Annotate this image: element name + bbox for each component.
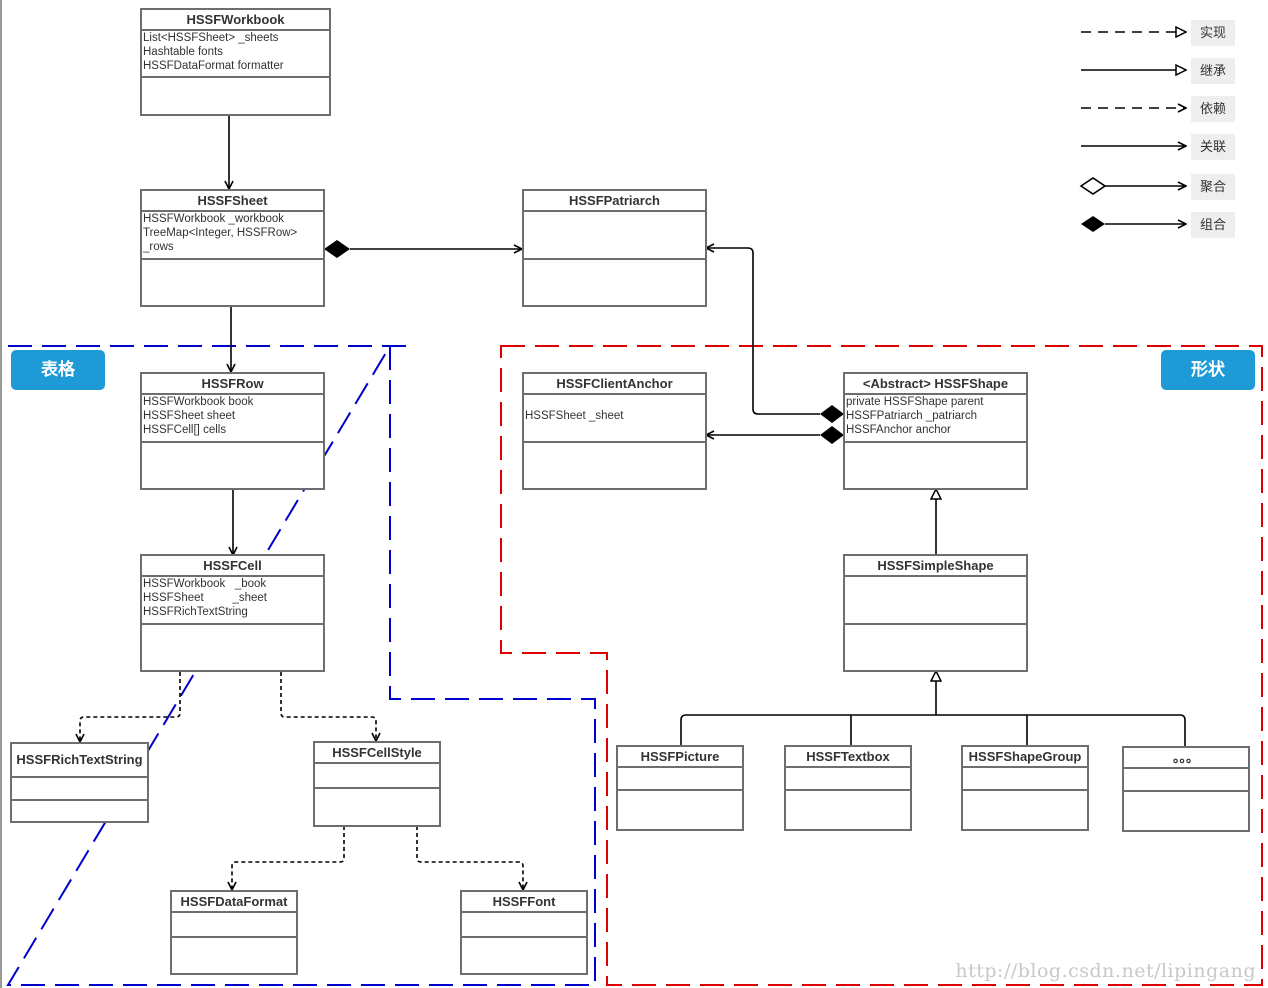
class-name: <Abstract> HSSFShape (845, 374, 1026, 395)
class-name: HSSFRichTextString (12, 744, 147, 778)
class-hssfcell: HSSFCell HSSFWorkbook _book HSSFSheet _s… (140, 554, 325, 672)
shape-patriarch-diamond (820, 405, 844, 423)
class-hssfshape: <Abstract> HSSFShape private HSSFShape p… (843, 372, 1028, 490)
legend-label-inheritance: 继承 (1191, 58, 1235, 84)
class-more-subclasses: 。。。 (1122, 746, 1250, 832)
cell-to-richtext-link (80, 672, 181, 742)
class-methods (524, 443, 705, 488)
class-name: HSSFCell (142, 556, 323, 577)
class-hssffont: HSSFFont (460, 890, 588, 975)
class-methods (142, 443, 323, 488)
class-methods (524, 260, 705, 305)
class-name: HSSFCellStyle (315, 743, 439, 764)
class-hssftextbox: HSSFTextbox (784, 745, 912, 831)
class-methods (142, 78, 329, 114)
class-hssfshapegroup: HSSFShapeGroup (961, 745, 1089, 831)
cellstyle-to-dataformat-link (232, 826, 345, 890)
class-attributes (315, 764, 439, 789)
left-border (0, 0, 2, 988)
class-attributes: HSSFWorkbook book HSSFSheet sheet HSSFCe… (142, 395, 323, 443)
class-attributes: List<HSSFSheet> _sheets Hashtable fonts … (142, 31, 329, 78)
class-attributes (12, 778, 147, 801)
class-hssfsimpleshape: HSSFSimpleShape (843, 554, 1028, 672)
class-methods (12, 801, 147, 821)
class-hssfcellstyle: HSSFCellStyle (313, 741, 441, 827)
legend-label-aggregation: 聚合 (1191, 174, 1235, 200)
class-hssfclientanchor: HSSFClientAnchor HSSFSheet _sheet (522, 372, 707, 490)
class-hssfdataformat: HSSFDataFormat (170, 890, 298, 975)
class-hssfrow: HSSFRow HSSFWorkbook book HSSFSheet shee… (140, 372, 325, 490)
class-name: HSSFSimpleShape (845, 556, 1026, 577)
class-attributes (845, 577, 1026, 625)
class-methods (1124, 792, 1248, 830)
class-attributes (172, 913, 296, 938)
class-attributes (963, 768, 1087, 791)
class-name: HSSFRow (142, 374, 323, 395)
class-attributes (524, 212, 705, 260)
legend-label-composition: 组合 (1191, 212, 1235, 238)
table-group-badge: 表格 (11, 350, 105, 390)
shape-anchor-diamond (820, 426, 844, 444)
class-methods (142, 625, 323, 670)
class-hssfrichtextstring: HSSFRichTextString (10, 742, 149, 823)
legend-label-association: 关联 (1191, 134, 1235, 160)
sheet-composition-diamond (324, 240, 350, 258)
class-methods (315, 789, 439, 825)
legend-label-dependency: 依赖 (1191, 96, 1235, 122)
legend-label-realization: 实现 (1191, 20, 1235, 46)
class-attributes (618, 768, 742, 791)
class-attributes: HSSFWorkbook _workbook TreeMap<Integer, … (142, 212, 323, 260)
cellstyle-to-font-link (416, 826, 523, 890)
class-attributes: HSSFSheet _sheet (524, 395, 705, 443)
class-methods (845, 443, 1026, 488)
class-methods (786, 791, 910, 829)
class-name: HSSFDataFormat (172, 892, 296, 913)
class-name: HSSFShapeGroup (963, 747, 1087, 768)
class-name: HSSFTextbox (786, 747, 910, 768)
subclasses-bus (680, 714, 1186, 746)
class-attributes (462, 913, 586, 938)
class-name: HSSFPicture (618, 747, 742, 768)
class-methods (462, 938, 586, 973)
class-name: HSSFFont (462, 892, 586, 913)
table-group-outline (6, 342, 596, 986)
class-attributes: private HSSFShape parent HSSFPatriarch _… (845, 395, 1026, 443)
class-hssfsheet: HSSFSheet HSSFWorkbook _workbook TreeMap… (140, 189, 325, 307)
class-methods (845, 625, 1026, 670)
cell-to-cellstyle-link (280, 672, 376, 741)
class-attributes: HSSFWorkbook _book HSSFSheet _sheet HSSF… (142, 577, 323, 625)
class-name: HSSFClientAnchor (524, 374, 705, 395)
shape-to-patriarch-link (706, 248, 820, 415)
class-methods (618, 791, 742, 829)
class-hssfworkbook: HSSFWorkbook List<HSSFSheet> _sheets Has… (140, 8, 331, 116)
class-attributes (1124, 769, 1248, 792)
class-methods (172, 938, 296, 973)
class-methods (963, 791, 1087, 829)
shape-group-outline (500, 345, 1263, 986)
legend-lines (1079, 32, 1186, 232)
class-hssfpatriarch: HSSFPatriarch (522, 189, 707, 307)
shape-group-badge: 形状 (1161, 350, 1255, 390)
class-name: HSSFSheet (142, 191, 323, 212)
watermark: http://blog.csdn.net/lipingang (955, 960, 1256, 982)
class-name: HSSFPatriarch (524, 191, 705, 212)
class-hssfpicture: HSSFPicture (616, 745, 744, 831)
class-attributes (786, 768, 910, 791)
class-name: HSSFWorkbook (142, 10, 329, 31)
class-methods (142, 260, 323, 305)
class-name: 。。。 (1124, 748, 1248, 769)
